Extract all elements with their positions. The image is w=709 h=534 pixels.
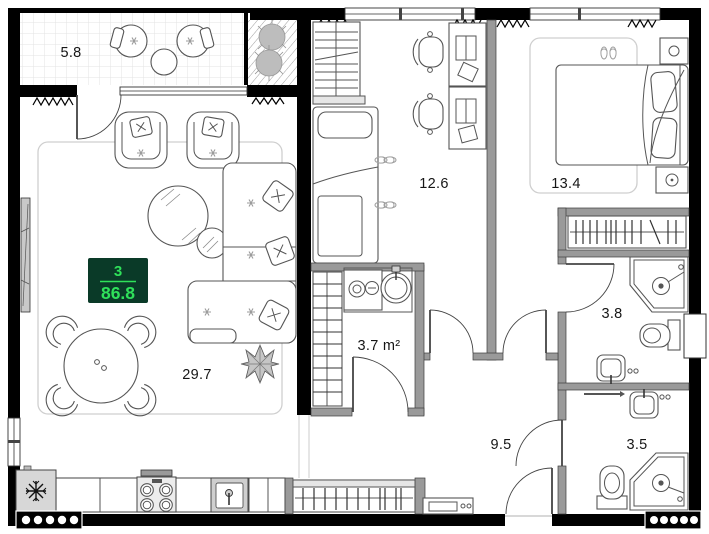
toilet-icon: [596, 465, 628, 510]
dining-table-icon: [39, 309, 163, 423]
laundry-sink-icon: [380, 265, 412, 304]
room-label-bathroom-bottom: 3.5: [626, 437, 647, 453]
bedroom-right-furniture: [555, 37, 689, 249]
slippers-icon: [600, 46, 617, 60]
living-furniture: [20, 111, 297, 423]
laundry-shelving-icon: [312, 271, 343, 407]
desk-icon: [448, 22, 487, 87]
nightstand-icon: [659, 37, 689, 65]
bathroom-top-door: [565, 263, 615, 313]
plant-icon: [240, 343, 280, 385]
room-label-bedroom-left: 12.6: [419, 176, 448, 192]
snowflake-icon: [25, 480, 47, 502]
windows: [7, 7, 661, 467]
hanging-wardrobe-icon: [567, 215, 687, 249]
fridge-icon: [15, 465, 57, 514]
area-badge-box: [88, 258, 148, 303]
laundry-door: [352, 356, 409, 413]
planter-plant-icon: [254, 19, 287, 81]
room-label-bathroom-top: 3.8: [601, 306, 622, 322]
bathroom-top-fixtures: [596, 256, 707, 384]
bathroom-bottom-fixtures: [584, 389, 689, 511]
balcony-chair-icon: [109, 24, 148, 58]
kitchen: [15, 465, 286, 514]
room-label-hallway: 9.5: [490, 437, 511, 453]
armchair-icon: [186, 111, 240, 169]
passage-jambs: [298, 415, 310, 478]
desk-chair-icon: [412, 93, 444, 135]
balcony-furniture: [109, 24, 215, 76]
hall-wardrobe-icon: [292, 479, 416, 513]
washbasin-icon: [596, 354, 639, 384]
bedroom-left-door: [429, 309, 474, 354]
shoe-cabinet-icon: [422, 497, 474, 515]
bedroom-right-door: [502, 309, 547, 354]
toilet-icon: [639, 319, 681, 351]
room-label-laundry: 3.7 m²: [358, 338, 401, 354]
nightstand-icon: [655, 166, 689, 194]
single-bed-icon: [312, 106, 379, 264]
shower-icon: [629, 256, 689, 313]
laundry-furniture: [312, 265, 413, 407]
armchair-icon: [114, 111, 168, 169]
vent-grille: [644, 510, 702, 530]
tv-icon: [20, 197, 31, 313]
doors: [76, 94, 615, 526]
stove-icon: [136, 469, 177, 513]
wardrobe-icon: [312, 21, 366, 105]
rug-icon: [147, 185, 209, 247]
sofa-icon: [187, 162, 297, 344]
room-labels: 5.8 29.7 12.6 13.4 3.7 m² 9.5 3.8 3.5: [60, 45, 647, 453]
lamp-icon: [668, 45, 680, 57]
desk-icon: [448, 86, 487, 150]
area-badge: 3 86.8: [88, 258, 148, 303]
shower-icon: [629, 452, 689, 511]
entrance-door: [505, 467, 553, 526]
bedroom-left-furniture: [312, 21, 487, 264]
washbasin-icon: [629, 389, 671, 419]
hallway-furniture: [292, 479, 474, 515]
duct-niche: [683, 313, 707, 359]
total-area: 86.8: [101, 283, 135, 303]
balcony-table-icon: [150, 48, 178, 76]
kitchen-sink-icon: [210, 477, 249, 513]
rooms-count: 3: [114, 263, 122, 280]
vent-grille: [15, 510, 83, 530]
balcony-chair-icon: [176, 24, 215, 58]
double-bed-icon: [555, 64, 689, 166]
towel-rail-icon: [584, 391, 625, 397]
room-label-bedroom-right: 13.4: [551, 176, 580, 192]
room-label-living: 29.7: [182, 367, 211, 383]
balcony-door: [76, 94, 122, 140]
washing-machine-icon: [343, 269, 383, 311]
desk-chair-icon: [412, 31, 444, 73]
room-label-balcony: 5.8: [60, 45, 81, 61]
bathroom-bottom-door: [515, 419, 563, 467]
